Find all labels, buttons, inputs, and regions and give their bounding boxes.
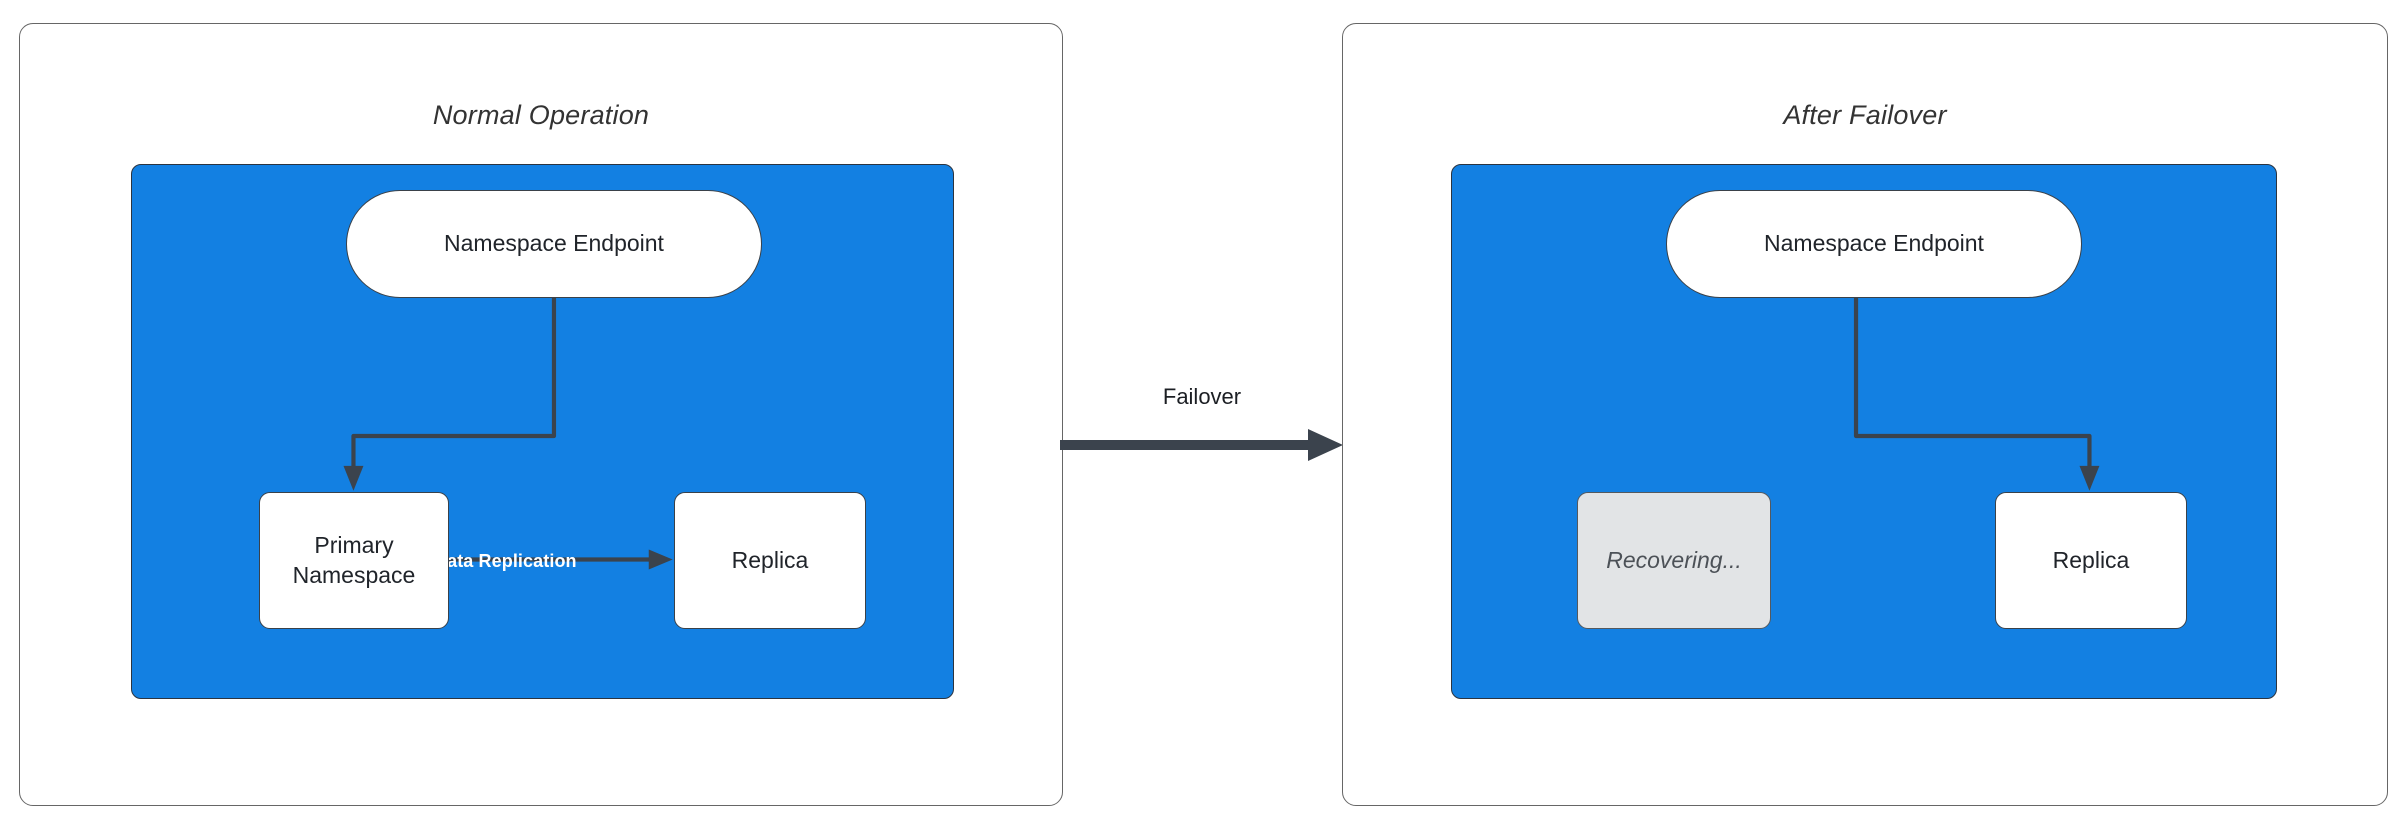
node-namespace-endpoint-right[interactable]: Namespace Endpoint	[1666, 190, 2082, 298]
edge-label-data-replication: Data Replication	[434, 551, 577, 571]
node-label-line1: Primary	[314, 532, 394, 559]
node-label: Namespace Endpoint	[444, 230, 664, 257]
node-label: Replica	[2052, 546, 2130, 573]
node-primary-namespace[interactable]: Primary Namespace	[259, 492, 449, 629]
node-label-line2: Namespace	[292, 561, 416, 588]
panel-title-normal-operation: Normal Operation	[432, 100, 650, 130]
node-label: Recovering...	[1606, 546, 1742, 573]
panel-title-after-failover: After Failover	[1783, 100, 1947, 130]
node-replica-right[interactable]: Replica	[1995, 492, 2187, 629]
node-label: Namespace Endpoint	[1764, 230, 1984, 257]
node-recovering[interactable]: Recovering...	[1577, 492, 1771, 629]
panel-normal-operation: Normal Operation Data Replication Namesp…	[19, 23, 1063, 806]
group-box-after-failover: Namespace Endpoint Recovering... Replica	[1451, 164, 2277, 699]
panel-after-failover: After Failover Namespace Endpoint Recove…	[1342, 23, 2388, 806]
node-label: Replica	[731, 546, 809, 573]
failover-arrow-label: Failover	[1162, 384, 1242, 409]
node-namespace-endpoint-left[interactable]: Namespace Endpoint	[346, 190, 762, 298]
node-replica-left[interactable]: Replica	[674, 492, 866, 629]
failover-arrow-icon	[1060, 429, 1343, 461]
node-label: Primary Namespace	[293, 531, 416, 590]
group-box-normal-operation: Data Replication Namespace Endpoint Prim…	[131, 164, 954, 699]
